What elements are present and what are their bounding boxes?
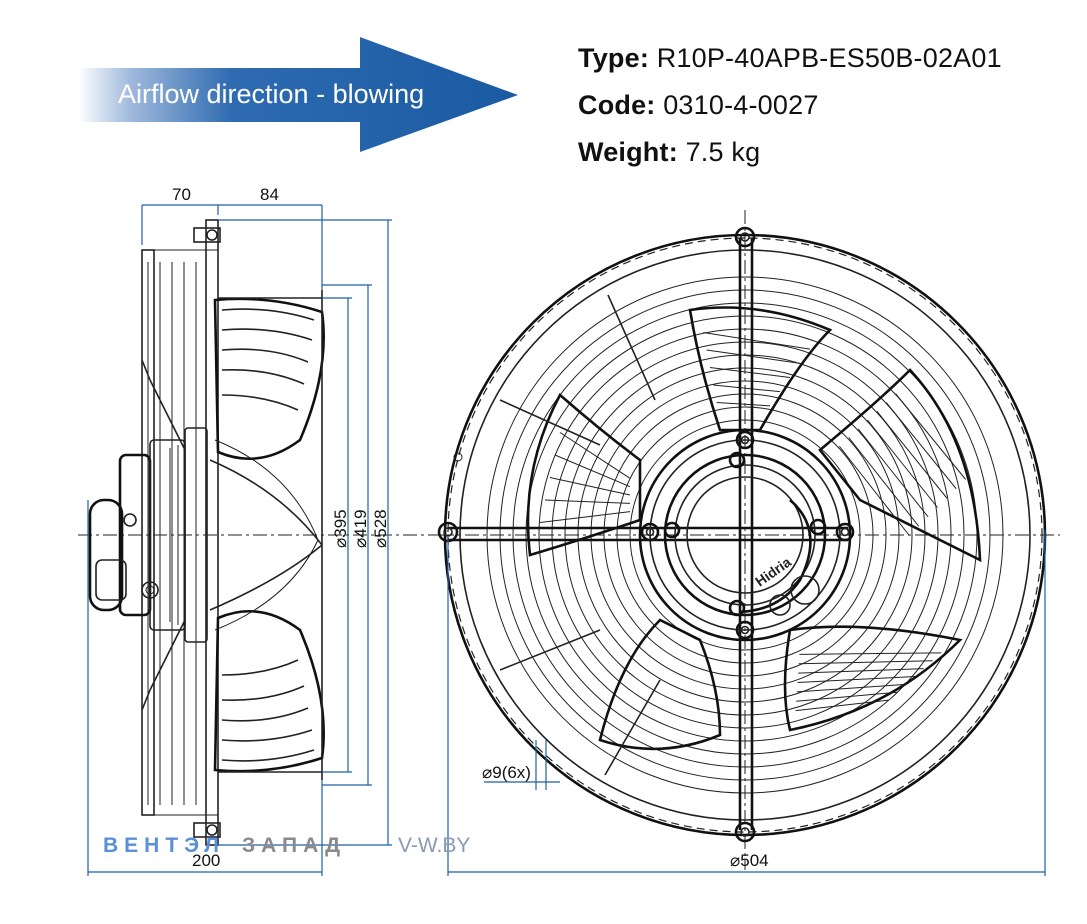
dim-70: 70 xyxy=(172,185,191,204)
brand-mark: Hidria xyxy=(752,554,794,590)
blade-hatch-line xyxy=(798,668,924,674)
blade-hatch-line xyxy=(848,437,920,527)
blade-hatch-line xyxy=(796,683,907,693)
blade-hatch-line xyxy=(797,676,916,683)
blade-hatch-line xyxy=(716,402,771,407)
blade-hatch-line xyxy=(838,445,910,536)
guard-rings xyxy=(486,276,1004,794)
blade-hatch-line xyxy=(885,402,957,490)
dim-395: ⌀395 xyxy=(331,509,350,548)
blade-hatch-line xyxy=(706,349,801,364)
blade-hatch-line xyxy=(559,432,631,479)
spec-type-value: R10P-40APB-ES50B-02A01 xyxy=(656,43,1002,73)
blade-hatch-line xyxy=(895,393,967,480)
blade-hatch-line xyxy=(709,367,791,378)
blade-hatch-line xyxy=(798,660,933,665)
guard-ring xyxy=(577,367,913,703)
guard-ring xyxy=(538,328,952,742)
blade-hatch-line xyxy=(539,511,631,523)
spec-weight-value: 7.5 kg xyxy=(685,137,761,167)
blade-hatch-line xyxy=(799,652,942,655)
guard-ring xyxy=(499,289,991,781)
blade-hatch-line xyxy=(857,428,929,518)
side-blades xyxy=(209,297,325,773)
dim-504: ⌀504 xyxy=(730,851,769,870)
guard-ring xyxy=(486,276,1004,794)
front-view: Hidria ⌀9(6x) ⌀504 xyxy=(437,210,1060,876)
guard-ring xyxy=(525,315,965,755)
spec-code-value: 0310-4-0027 xyxy=(663,90,819,120)
dim-528: ⌀528 xyxy=(371,509,390,548)
side-view: 70 84 200 ⌀395 ⌀419 ⌀528 xyxy=(78,185,440,876)
dim-419: ⌀419 xyxy=(351,509,370,548)
watermark-url: V-W.BY xyxy=(398,834,470,857)
blade-hatch-line xyxy=(703,332,811,350)
guard-ring xyxy=(616,406,874,664)
airflow-arrow: Airflow direction - blowing xyxy=(78,37,518,152)
watermark-gray: ЗАПАД xyxy=(242,834,346,857)
mounting-holes xyxy=(437,226,855,843)
blade-hatch-line xyxy=(549,477,631,496)
blade-hatch-line xyxy=(544,499,631,504)
blade-hatching xyxy=(539,332,967,712)
spec-code: Code: 0310-4-0027 xyxy=(578,90,819,121)
blade-hatch-line xyxy=(554,454,631,488)
blade-hatch-line xyxy=(796,691,898,702)
airflow-label: Airflow direction - blowing xyxy=(118,79,424,109)
spec-weight: Weight: 7.5 kg xyxy=(578,137,760,168)
spec-code-label: Code: xyxy=(578,90,656,120)
blade-hatch-line xyxy=(795,699,889,712)
spec-type: Type: R10P-40APB-ES50B-02A01 xyxy=(578,43,1002,74)
spec-type-label: Type: xyxy=(578,43,650,73)
front-blades xyxy=(526,306,982,751)
guard-ring xyxy=(629,419,861,651)
blade-hatch-line xyxy=(713,384,781,393)
dim-84: 84 xyxy=(260,185,279,204)
blade-hatch-line xyxy=(876,410,948,499)
watermark-blue: ВЕНТЭЛ xyxy=(103,834,225,857)
spec-weight-label: Weight: xyxy=(578,137,678,167)
dim-holes: ⌀9(6x) xyxy=(482,763,531,782)
watermark: ВЕНТЭЛ ЗАПАД V-W.BY xyxy=(103,834,470,857)
guard-ring xyxy=(551,341,939,729)
dim-200: 200 xyxy=(192,851,220,870)
guard-ring xyxy=(603,393,887,677)
blade-hatch-line xyxy=(867,419,938,508)
